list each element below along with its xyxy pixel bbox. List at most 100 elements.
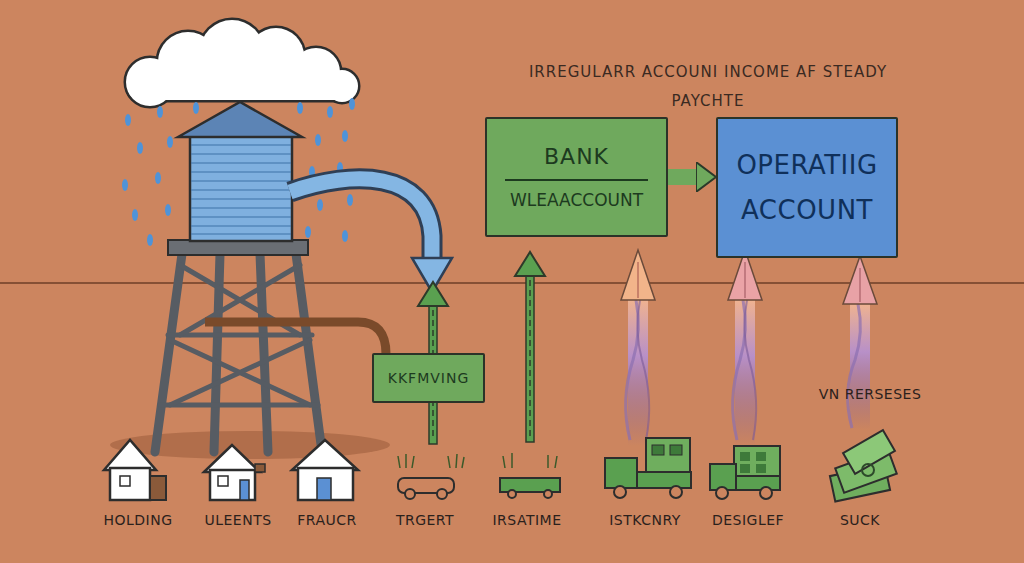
green-up-arrows-part bbox=[418, 282, 448, 306]
vehicle-icons-part bbox=[437, 489, 447, 499]
rain-drops bbox=[122, 98, 355, 246]
vehicle-icons-part bbox=[500, 478, 560, 492]
rain-drops-part bbox=[125, 114, 131, 126]
water-pipe-arrow-part bbox=[290, 179, 432, 262]
grass-tufts-part bbox=[456, 454, 457, 468]
rain-drops-part bbox=[327, 106, 333, 118]
water-tower-part-part bbox=[191, 225, 291, 226]
water-tower-part-part bbox=[191, 153, 291, 154]
house-icons bbox=[104, 440, 358, 500]
house-icons-part bbox=[255, 464, 265, 472]
smoke-up-arrows-part bbox=[733, 300, 746, 440]
smoke-up-arrows-part bbox=[859, 268, 861, 302]
vehicle-icons-part bbox=[614, 486, 626, 498]
house-icons-part bbox=[204, 445, 260, 472]
rain-drops-part bbox=[342, 230, 348, 242]
vehicle-icons-part bbox=[740, 452, 750, 461]
vehicle-icons-part bbox=[544, 490, 552, 498]
operating-account-box: OPERATIIG ACCOUNT bbox=[716, 117, 898, 258]
grass-tufts-part bbox=[547, 455, 549, 468]
house-icons-part bbox=[292, 440, 358, 470]
green-up-arrows-part bbox=[529, 280, 531, 438]
rain-drops-part bbox=[193, 102, 199, 114]
rain-cloud-part bbox=[126, 20, 358, 106]
item-label: DESIGLEF bbox=[712, 512, 784, 528]
rain-drops-part bbox=[347, 194, 353, 206]
grass-tufts-part bbox=[398, 456, 400, 468]
vehicle-icons-part bbox=[637, 472, 691, 488]
grass-tufts-part bbox=[462, 457, 464, 468]
water-tower-part bbox=[191, 145, 291, 234]
water-tower-part bbox=[190, 135, 292, 241]
smoke-up-arrows bbox=[621, 250, 877, 446]
rain-drops-part bbox=[132, 209, 138, 221]
smoke-up-arrows-part bbox=[848, 304, 861, 428]
rain-drops-part bbox=[167, 136, 173, 148]
item-label: FRAUCR bbox=[297, 512, 357, 528]
grass-tufts-part bbox=[405, 454, 407, 468]
house-icons-part bbox=[110, 468, 150, 500]
green-up-arrows-part bbox=[526, 272, 534, 442]
rain-drops-part bbox=[157, 106, 163, 118]
house-icons-part bbox=[317, 478, 331, 500]
water-tower-part-part bbox=[191, 162, 291, 163]
grass-tufts-part bbox=[511, 453, 513, 468]
water-pipe-arrow-part bbox=[290, 179, 432, 262]
smoke-up-arrows-part bbox=[637, 262, 639, 298]
water-tower-part-part bbox=[191, 189, 291, 190]
box-heading: OPERATIIG ACCOUNT bbox=[724, 143, 890, 231]
water-tower-part-part bbox=[155, 254, 182, 452]
water-tower-part-part bbox=[191, 198, 291, 199]
grass-tufts-part bbox=[503, 456, 505, 468]
item-label: IRSATIME bbox=[492, 512, 561, 528]
vehicle-icons-part bbox=[508, 490, 516, 498]
grass-tufts bbox=[398, 453, 557, 468]
water-pipe-arrow bbox=[290, 179, 452, 292]
item-label: ISTKCNRY bbox=[609, 512, 681, 528]
water-tower-part-part bbox=[168, 333, 312, 338]
vehicle-icons-part bbox=[652, 445, 664, 455]
house-icons-part bbox=[120, 476, 130, 486]
house-icons-part bbox=[210, 470, 255, 500]
grass-tufts-part bbox=[412, 456, 414, 468]
house-icons-part bbox=[104, 440, 156, 470]
water-tower-part bbox=[160, 265, 318, 405]
rain-drops-part bbox=[317, 199, 323, 211]
box-heading: BANK bbox=[544, 144, 609, 179]
rain-drops-part bbox=[349, 98, 355, 110]
vehicle-icons-part bbox=[756, 464, 766, 473]
water-tower-part bbox=[155, 254, 322, 452]
vehicle-icons-part bbox=[736, 476, 780, 490]
vehicle-icons-part bbox=[740, 464, 750, 473]
water-tower-part-part bbox=[296, 254, 322, 452]
house-icons-part bbox=[218, 476, 228, 486]
house-icons-part bbox=[150, 476, 166, 500]
rain-drops-part bbox=[165, 204, 171, 216]
sign-board: KKFMVING bbox=[372, 353, 485, 403]
vehicle-icons-part bbox=[605, 458, 637, 488]
vehicle-icons-part bbox=[734, 446, 780, 476]
water-tower-part-part bbox=[160, 403, 318, 408]
brown-pipe bbox=[205, 322, 386, 354]
rain-cloud-part bbox=[126, 20, 358, 106]
grass-tufts-part bbox=[448, 456, 450, 468]
flow-arrow bbox=[668, 169, 698, 185]
vehicle-icons-part bbox=[760, 487, 772, 499]
grass-tufts-part bbox=[555, 456, 557, 468]
water-tower-part-part bbox=[191, 180, 291, 181]
smoke-up-arrows-part bbox=[626, 300, 639, 440]
rain-drops-part bbox=[305, 226, 311, 238]
rain-drops-part bbox=[147, 234, 153, 246]
water-tower bbox=[155, 102, 386, 452]
water-tower-part-part bbox=[191, 233, 291, 234]
smoke-up-arrows-part bbox=[843, 256, 877, 304]
green-up-arrows bbox=[418, 252, 545, 444]
vehicle-icons-part bbox=[756, 452, 766, 461]
smoke-up-arrows-part bbox=[637, 300, 649, 440]
water-tower-part-part bbox=[170, 340, 310, 405]
water-tower-part-part bbox=[191, 207, 291, 208]
diagram-title: IRREGULARR ACCOUNI INCOME AF STEADY PAYC… bbox=[528, 58, 888, 117]
